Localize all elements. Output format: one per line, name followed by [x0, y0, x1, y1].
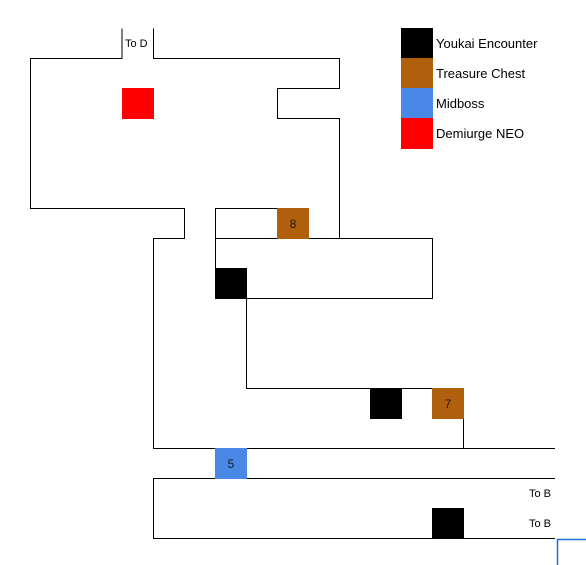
inner-passage-wall [215, 208, 278, 239]
exit-label-right-upper: To B [529, 488, 551, 500]
legend-midboss-swatch [401, 88, 433, 119]
top-room-right-wall [153, 28, 340, 239]
midboss-tile [215, 448, 247, 479]
youkai-tile-lower [370, 388, 402, 419]
chest-lower-number: 7 [445, 397, 452, 411]
legend-youkai-label: Youkai Encounter [436, 36, 538, 51]
exit-label-right-lower: To B [529, 518, 551, 530]
boss-tile [122, 88, 154, 119]
lower-corridor-upper-wall [153, 478, 432, 539]
middle-room-wall [215, 238, 464, 449]
youkai-tile-corridor [432, 508, 464, 539]
legend-boss-swatch [401, 118, 433, 149]
midboss-number: 5 [228, 457, 235, 471]
youkai-tile-middle [215, 268, 247, 299]
chest-tile-lower [432, 388, 464, 419]
chest-tile-upper [277, 208, 309, 239]
legend-chest-label: Treasure Chest [436, 66, 525, 81]
exit-label-top: To D [125, 38, 148, 50]
top-room-wall [30, 28, 215, 449]
corner-marker [556, 538, 586, 565]
chest-upper-number: 8 [290, 217, 297, 231]
legend: Youkai Encounter Treasure Chest Midboss … [401, 28, 538, 149]
legend-youkai-swatch [401, 28, 433, 59]
legend-boss-label: Demiurge NEO [436, 126, 524, 141]
legend-midboss-label: Midboss [436, 96, 485, 111]
legend-chest-swatch [401, 58, 433, 89]
